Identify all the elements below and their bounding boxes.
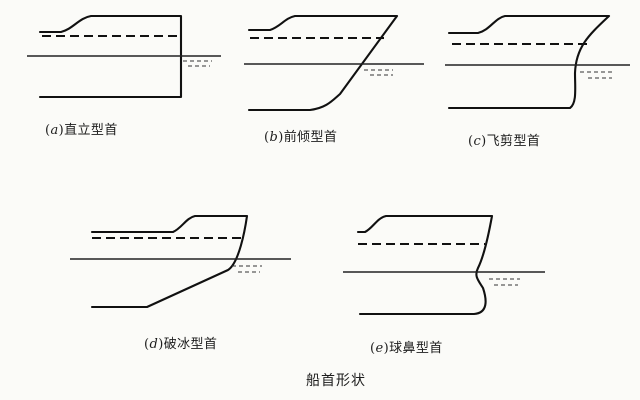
clipper-bow-hull-outline — [447, 14, 611, 110]
straight-stem-caption-label: 直立型首 — [64, 123, 118, 138]
bulbous-bow-caption-label: 球鼻型首 — [389, 341, 443, 356]
straight-stem-caption-letter: a — [50, 123, 59, 138]
bulbous-bow-caption-letter: e — [375, 341, 384, 356]
clipper-bow-diagram — [445, 14, 630, 110]
raked-bow-caption: (b)前倾型首 — [264, 130, 338, 145]
icebreaker-bow-caption-letter: d — [149, 337, 159, 352]
straight-stem-caption: (a)直立型首 — [45, 123, 118, 138]
icebreaker-bow-caption-label: 破冰型首 — [163, 337, 218, 352]
raked-bow-hull-outline — [247, 14, 399, 112]
icebreaker-bow-diagram — [70, 214, 291, 309]
raked-bow-caption-label: 前倾型首 — [283, 130, 338, 145]
icebreaker-bow-hull-outline — [90, 214, 249, 309]
bulbous-bow-diagram — [343, 214, 545, 316]
clipper-bow-caption-letter: c — [473, 134, 482, 149]
bulbous-bow-caption: (e)球鼻型首 — [370, 341, 443, 356]
straight-stem-hull-outline — [38, 14, 183, 99]
clipper-bow-caption-label: 飞剪型首 — [486, 134, 541, 149]
icebreaker-bow-caption: (d)破冰型首 — [144, 337, 218, 352]
raked-bow-diagram — [244, 14, 424, 112]
straight-stem-bow-diagram — [27, 14, 221, 99]
figure-title: 船首形状 — [306, 373, 366, 389]
clipper-bow-caption: (c)飞剪型首 — [468, 134, 541, 149]
raked-bow-caption-letter: b — [269, 130, 279, 145]
bulbous-bow-hull-outline — [356, 214, 494, 316]
